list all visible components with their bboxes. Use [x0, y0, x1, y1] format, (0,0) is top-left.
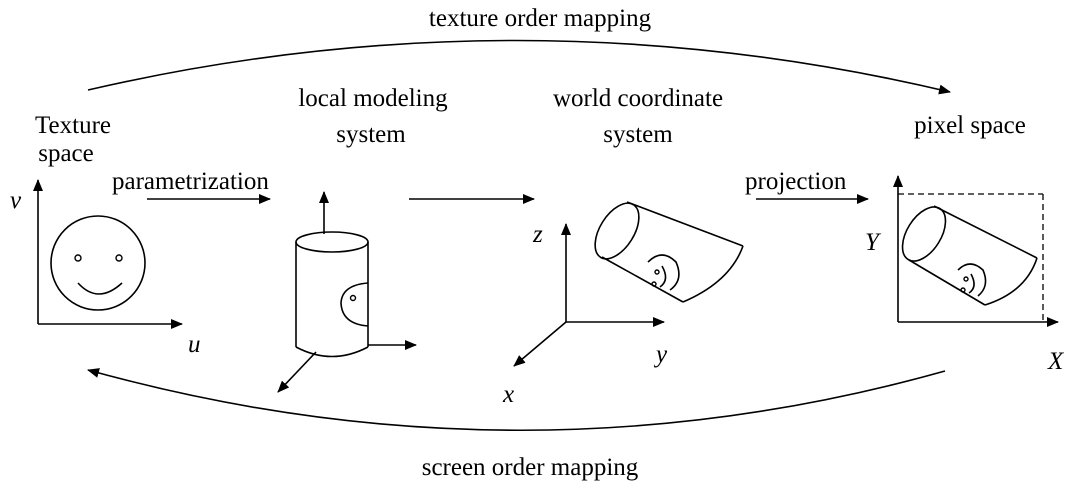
pixel-smiley-eye-2: [960, 287, 966, 293]
world-smiley-mouth: [659, 265, 667, 288]
pixel-cylinder-bottom: [908, 259, 986, 306]
local-modeling-title-2: system: [336, 121, 406, 148]
smiley-right-eye: [115, 254, 123, 262]
pixel-space-group: [893, 175, 1059, 327]
cylinder-smiley: [340, 282, 369, 327]
texture-space-group: [33, 179, 183, 329]
world-smiley-eye: [654, 269, 660, 275]
texture-order-mapping-label: texture order mapping: [428, 5, 652, 32]
tilted-cylinder-top: [626, 201, 744, 247]
pixel-X-label: X: [1048, 348, 1064, 375]
texture-space-title-1: Texture: [35, 112, 111, 139]
smiley-mouth: [77, 282, 123, 295]
screen-order-arc: [87, 368, 946, 432]
cylinder-bottom: [295, 346, 369, 358]
pixel-Y-label: Y: [865, 229, 879, 256]
pixel-smiley: [957, 263, 987, 297]
projection-label: projection: [745, 168, 847, 195]
pixel-cylinder-cap: [984, 257, 1038, 306]
cylinder-top: [295, 231, 369, 253]
texture-order-arc: [87, 39, 951, 95]
pixel-smiley-eye: [963, 276, 969, 282]
smiley-left-eye: [74, 254, 82, 262]
smiley-face: [50, 215, 146, 311]
pixel-space-title: pixel space: [914, 112, 1026, 139]
local-modeling-group: [277, 191, 417, 393]
pixel-cylinder-end: [901, 206, 947, 262]
world-z-label: z: [533, 221, 543, 248]
screen-order-mapping-label: screen order mapping: [421, 454, 639, 481]
texture-v-label: v: [10, 187, 22, 214]
world-coordinate-title-2: system: [603, 121, 673, 148]
world-x-label: x: [503, 381, 515, 408]
local-modeling-title-1: local modeling: [298, 85, 448, 112]
world-y-label: y: [656, 341, 668, 368]
world-smiley: [647, 254, 680, 291]
parametrization-label: parametrization: [112, 168, 269, 195]
pixel-cylinder-top: [933, 205, 1038, 259]
cylinder-smiley-eye: [349, 294, 357, 302]
world-x-axis: [513, 321, 567, 367]
world-smiley-eye-2: [651, 281, 657, 287]
tilted-cylinder-cap: [682, 245, 744, 303]
texture-u-label: u: [188, 331, 201, 358]
local-diag-axis: [277, 351, 317, 393]
pixel-smiley-mouth: [968, 273, 975, 294]
tilted-cylinder-bottom: [601, 256, 684, 303]
world-coordinate-title-1: world coordinate: [552, 85, 724, 112]
world-coordinate-group: [513, 201, 744, 367]
texture-space-title-2: space: [38, 140, 94, 167]
